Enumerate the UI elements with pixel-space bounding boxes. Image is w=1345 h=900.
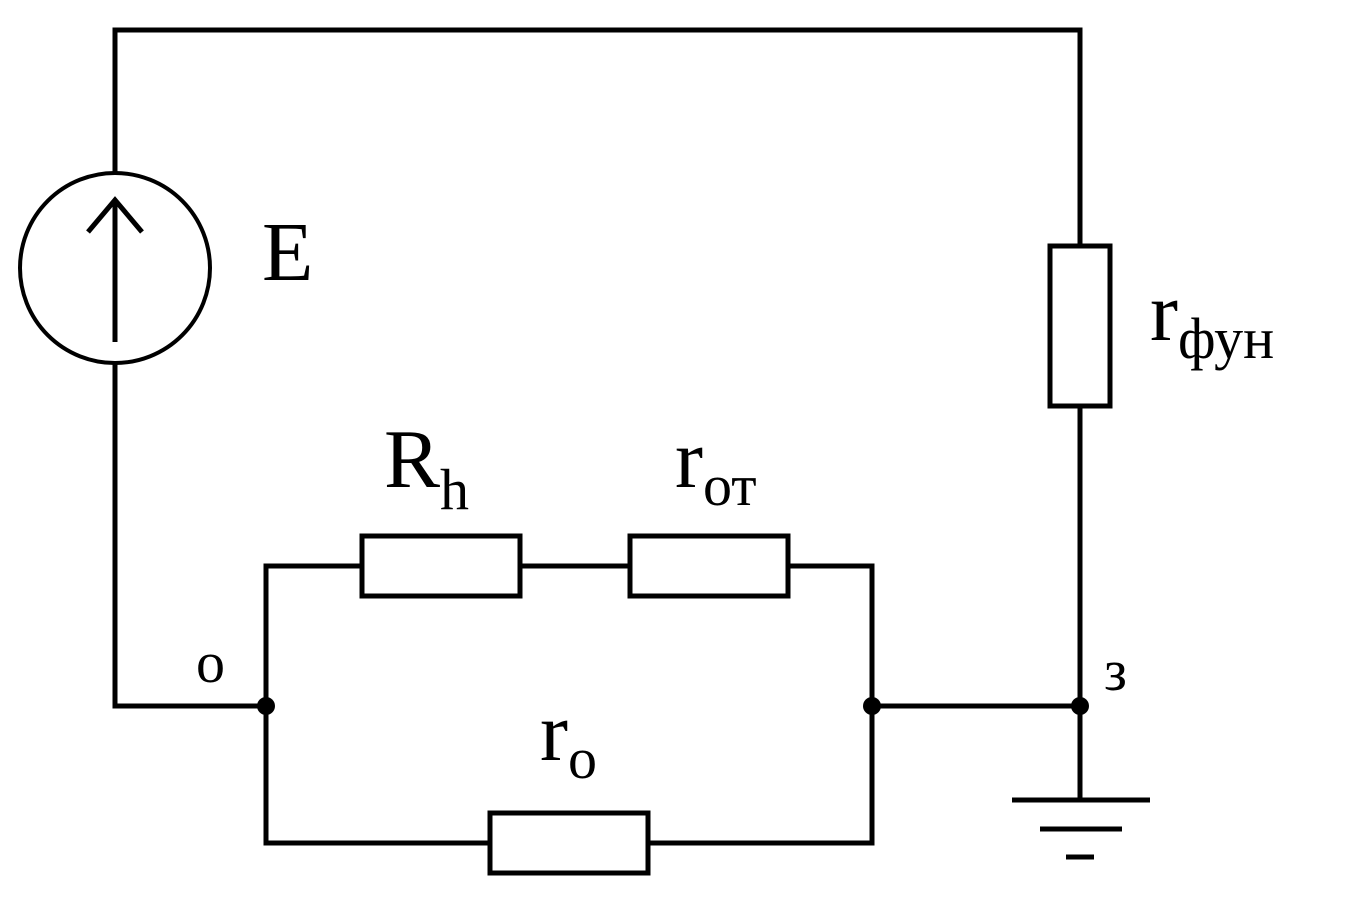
label-r-ot: rот [675, 413, 757, 518]
label-r-h-sub: h [440, 457, 469, 522]
label-r-fun-sub: фун [1178, 306, 1274, 371]
label-r-ot-sub: от [703, 453, 757, 518]
label-r-fun: rфун [1150, 266, 1274, 371]
label-r-fun-main: r [1150, 266, 1178, 359]
label-node-o: о [196, 630, 225, 695]
arrow-up-icon [86, 196, 144, 234]
wire-source-to-node-o [112, 363, 269, 709]
voltage-source [18, 171, 212, 365]
label-r-o-sub: о [568, 726, 597, 791]
label-r-o: rо [540, 686, 597, 791]
label-node-z: з [1104, 638, 1127, 703]
node-dot-z [1071, 697, 1089, 715]
resistor-r-h [359, 533, 523, 599]
label-source-e: E [262, 206, 313, 299]
label-r-h-main: R [384, 413, 440, 506]
node-dot-o [257, 697, 275, 715]
resistor-r-ot [627, 533, 791, 599]
resistor-r-fun [1047, 243, 1113, 409]
label-r-o-main: r [540, 686, 568, 779]
ground-icon [1012, 797, 1150, 860]
wires [112, 27, 1083, 846]
label-r-h: Rh [384, 413, 469, 522]
node-dot-right [863, 697, 881, 715]
label-r-ot-main: r [675, 413, 703, 506]
wire-top-loop [112, 27, 1083, 249]
wire-upper-branch [263, 563, 875, 709]
resistor-r-o [487, 810, 651, 876]
